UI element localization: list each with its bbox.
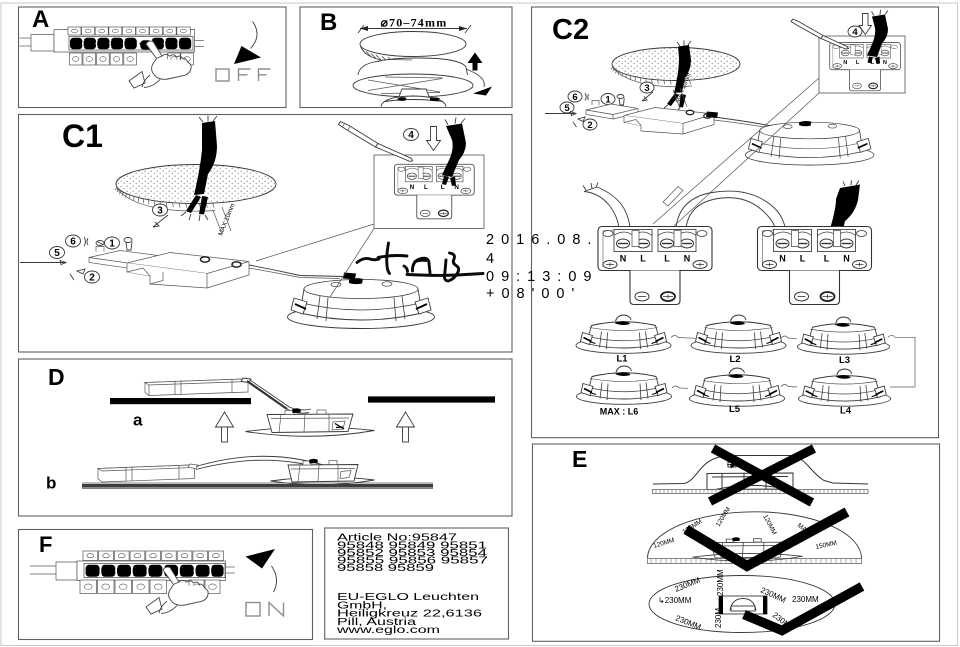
svg-text:230MM: 230MM [792,595,819,604]
svg-text:3: 3 [157,206,163,217]
svg-text:GmbH,: GmbH, [337,600,387,611]
svg-text:L1: L1 [616,354,628,365]
svg-text:2016.08.0: 2016.08.0 [486,232,614,248]
svg-text:1: 1 [109,239,115,250]
svg-text:C2: C2 [552,14,589,46]
svg-text:95855 95856 95857: 95855 95856 95857 [337,555,488,566]
svg-text:09:13:09: 09:13:09 [486,269,598,285]
svg-text:150MM: 150MM [815,540,838,551]
svg-text:C1: C1 [62,118,103,154]
svg-text:5: 5 [54,248,60,259]
svg-text:Pill, Austria: Pill, Austria [337,617,416,628]
svg-text:95852 95853 95854: 95852 95853 95854 [337,548,487,559]
svg-text:↳230MM: ↳230MM [658,596,692,605]
svg-text:b: b [46,474,56,493]
svg-text:120MM: 120MM [761,514,777,536]
svg-text:D: D [48,364,65,390]
svg-text:A: A [32,6,49,33]
svg-text:120MM: 120MM [715,506,732,528]
svg-text:L5: L5 [729,404,741,415]
svg-text:a: a [133,411,143,430]
svg-text:4: 4 [486,251,501,267]
svg-text:EU-EGLO Leuchten: EU-EGLO Leuchten [337,592,479,603]
svg-text:2: 2 [587,120,592,131]
svg-text:1: 1 [605,95,611,106]
svg-text:4: 4 [408,130,414,141]
svg-text:230MM: 230MM [716,569,725,596]
svg-text:6: 6 [70,237,76,248]
svg-text:www.eglo.com: www.eglo.com [335,625,440,636]
svg-text:L2: L2 [729,354,740,365]
svg-text:L3: L3 [839,355,850,366]
svg-text:MAX : L6: MAX : L6 [600,407,639,417]
svg-text:⌀70–74mm: ⌀70–74mm [381,16,448,30]
svg-text:E: E [572,446,587,472]
svg-text:6: 6 [572,92,577,103]
svg-text:95848 95849 95851: 95848 95849 95851 [337,540,487,551]
svg-text:95858 95859: 95858 95859 [337,563,434,574]
svg-text:B: B [320,9,337,36]
svg-text:Article No:95847: Article No:95847 [337,533,457,544]
svg-text:5: 5 [564,103,570,114]
svg-text:+08'00': +08'00' [486,286,581,302]
svg-text:2: 2 [89,273,95,284]
svg-text:230M: 230M [714,608,723,628]
svg-text:120MM: 120MM [653,537,676,550]
svg-text:3: 3 [644,83,649,94]
svg-text:Heiligkreuz 22,6136: Heiligkreuz 22,6136 [337,609,482,620]
svg-text:F: F [39,532,52,557]
svg-text:4: 4 [852,27,858,38]
svg-text:L4: L4 [840,406,852,417]
